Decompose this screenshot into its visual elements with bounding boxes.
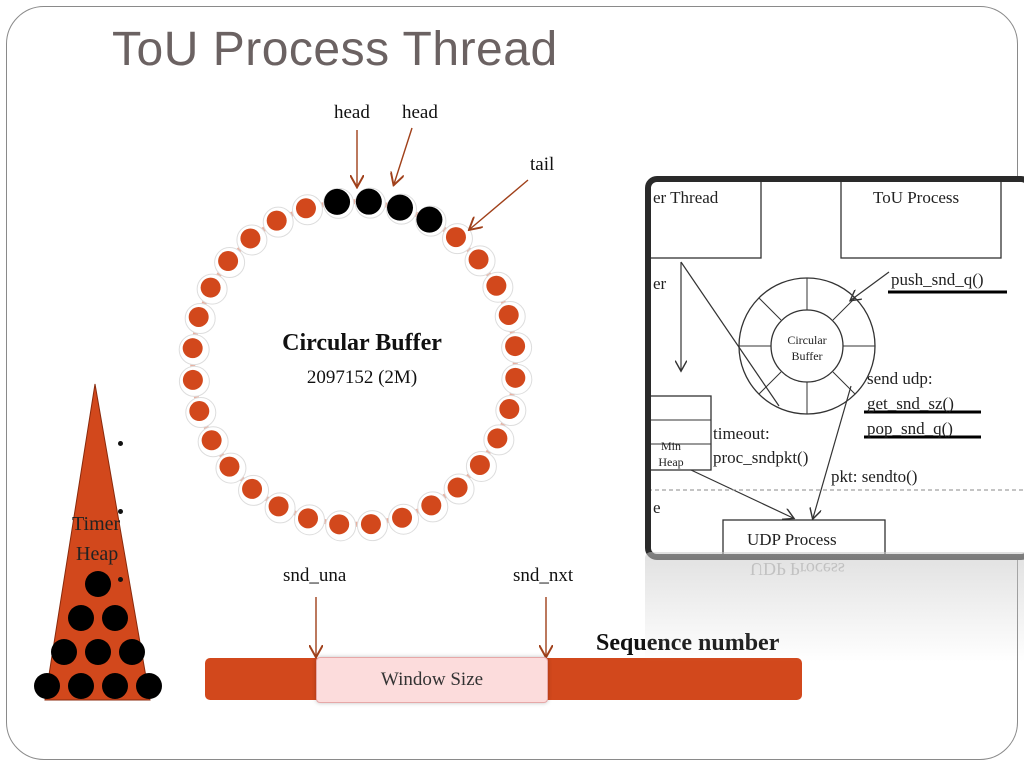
ring-slot-filled <box>387 194 414 221</box>
heap-node <box>68 673 94 699</box>
timer-heap-nodes <box>34 571 162 699</box>
ring-slot-empty <box>486 275 507 296</box>
snd-nxt-label: snd_nxt <box>513 565 574 586</box>
bullet-dot <box>118 577 123 582</box>
ring-slot-empty <box>392 507 413 528</box>
ring-slot-empty <box>421 495 442 516</box>
inset-heap-label: Heap <box>658 455 684 469</box>
heap-node <box>136 673 162 699</box>
ring-slot-empty <box>505 336 526 357</box>
ring-slot-filled <box>355 188 382 215</box>
ring-slot-empty <box>182 369 203 390</box>
inset-proc-sndpkt: proc_sndpkt() <box>713 448 809 467</box>
circular-buffer-size: 2097152 (2M) <box>306 367 418 388</box>
inset-circular-label-1: Circular <box>787 333 827 347</box>
ring-slot-empty <box>297 508 318 529</box>
inset-diagram <box>651 182 1024 554</box>
tail-arrow <box>470 179 529 229</box>
ring-slot-empty <box>266 210 287 231</box>
inset-min-heap-label: Min Heap <box>651 438 691 470</box>
ring-slot-empty <box>188 306 209 327</box>
ring-slot-empty <box>498 304 519 325</box>
inset-timeout: timeout: <box>713 424 770 443</box>
architecture-inset: er Thread ToU Process push_snd_q() er Ci… <box>645 176 1024 560</box>
inset-send-udp: send udp: <box>867 369 933 388</box>
udp-process-box <box>722 519 886 554</box>
ring-slot-empty <box>182 338 203 359</box>
ring-slot-empty <box>468 249 489 270</box>
ring-slot-filled <box>324 188 351 215</box>
tail-label: tail <box>530 154 555 175</box>
bullet-dot <box>118 441 123 446</box>
bullet-dot <box>118 509 123 514</box>
circular-buffer-ring <box>178 187 533 542</box>
ring-slot-empty <box>469 454 490 475</box>
inset-fragment-e: e <box>653 498 661 517</box>
proc-arrow <box>690 469 793 518</box>
ring-slot-empty <box>360 514 381 535</box>
reflection-text: UDP Process <box>750 559 845 579</box>
ring-slot-empty <box>242 478 263 499</box>
ring-slot-empty <box>240 228 261 249</box>
min-heap-box <box>651 395 712 471</box>
ring-slot-empty <box>447 477 468 498</box>
ring-slot-empty <box>445 227 466 248</box>
ring-slot-empty <box>219 456 240 477</box>
heap-node <box>85 639 111 665</box>
inset-timer-fragment: er <box>653 274 667 293</box>
timer-heap-label-1: Timer <box>72 513 121 535</box>
heap-node <box>34 673 60 699</box>
ring-slot-empty <box>268 496 289 517</box>
ring-slot-empty <box>505 367 526 388</box>
ring-slot-empty <box>487 428 508 449</box>
inset-circular-buffer-label: Circular Buffer <box>777 332 837 364</box>
heap-node <box>119 639 145 665</box>
inset-get-snd-sz: get_snd_sz() <box>867 394 954 413</box>
timer-heap-label-2: Heap <box>76 543 119 565</box>
ring-slot-empty <box>329 514 350 535</box>
ring-slot-filled <box>416 206 443 233</box>
ring-slot-empty <box>201 430 222 451</box>
timer-to-buffer-line <box>680 261 780 407</box>
heap-node <box>85 571 111 597</box>
ring-slot-empty <box>189 401 210 422</box>
snd-una-label: snd_una <box>283 565 347 586</box>
inset-pkt-sendto: pkt: sendto() <box>831 467 918 486</box>
window-size-box: Window Size <box>316 657 548 703</box>
ring-slot-empty <box>200 277 221 298</box>
page-title: ToU Process Thread <box>112 23 558 76</box>
ring-slot-empty <box>295 198 316 219</box>
heap-node <box>51 639 77 665</box>
tou-process-box <box>840 182 1002 259</box>
inset-udp-process: UDP Process <box>747 530 837 549</box>
buffer-spokes <box>739 278 875 414</box>
head-arrow-2 <box>394 127 413 184</box>
head-label-2: head <box>402 102 438 123</box>
heap-node <box>102 605 128 631</box>
circular-buffer-title: Circular Buffer <box>282 330 442 356</box>
inset-pop-snd-q: pop_snd_q() <box>867 419 953 438</box>
inset-tou-process: ToU Process <box>873 188 960 207</box>
pop-arrow <box>813 385 852 518</box>
head-label-1: head <box>334 102 370 123</box>
inset-timer-thread: er Thread <box>653 188 719 207</box>
push-arrow <box>851 271 890 300</box>
timer-thread-box <box>651 182 762 259</box>
inset-push: push_snd_q() <box>891 270 984 289</box>
ring-slot-empty <box>499 399 520 420</box>
inset-circular-label-2: Buffer <box>791 349 823 363</box>
heap-node <box>68 605 94 631</box>
inset-reflection: UDP Process <box>645 552 1024 662</box>
inset-min-label: Min <box>660 439 681 453</box>
heap-node <box>102 673 128 699</box>
ring-slot-empty <box>218 251 239 272</box>
